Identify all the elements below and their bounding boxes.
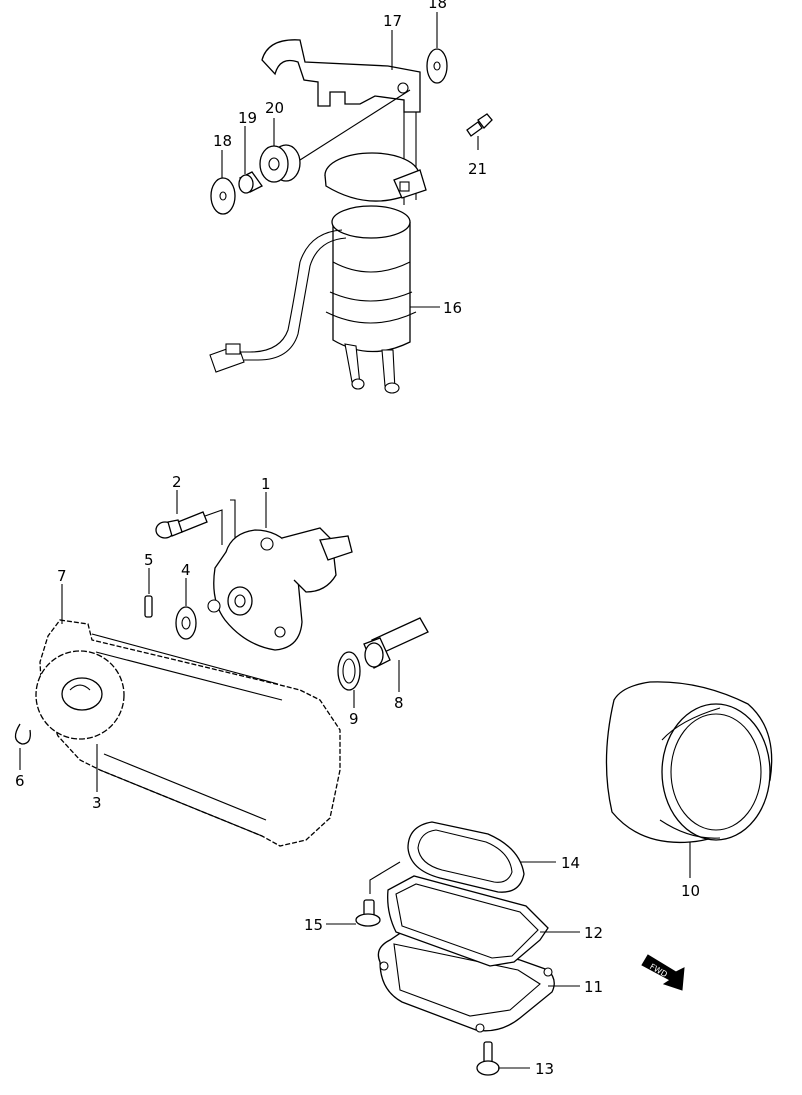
callout-19: 19 [238, 109, 257, 127]
part-14-plate [407, 821, 525, 893]
part-6-circlip [14, 723, 31, 745]
callout-12: 12 [584, 924, 603, 942]
callout-labels: 17 18 21 18 19 20 16 2 1 5 4 7 6 3 8 9 1… [15, 0, 700, 1078]
part-11-cover [377, 931, 555, 1033]
part-15-bolt [355, 899, 381, 927]
part-clamp-band [324, 152, 427, 202]
callout-2: 2 [172, 473, 182, 491]
callout-11: 11 [584, 978, 603, 996]
callout-13: 13 [535, 1060, 554, 1078]
part-18-washer-top [426, 48, 448, 84]
part-20-grommet [259, 144, 301, 183]
callout-16: 16 [443, 299, 462, 317]
callout-7: 7 [57, 567, 67, 585]
callout-10: 10 [681, 882, 700, 900]
fwd-label: FWD [648, 962, 669, 979]
fwd-arrow-icon: FWD [641, 954, 685, 991]
part-18-washer-left [210, 177, 236, 215]
part-21-bolt [466, 113, 493, 137]
callout-6: 6 [15, 772, 25, 790]
leader-lines [19, 12, 691, 1069]
part-10-oil-filter [605, 681, 773, 844]
part-19-collar [238, 171, 263, 194]
callout-3: 3 [92, 794, 102, 812]
part-4-washer [175, 606, 197, 640]
part-13-bolt [476, 1041, 500, 1076]
part-5-pin [144, 595, 153, 618]
callout-18-left: 18 [213, 132, 232, 150]
callout-17: 17 [383, 12, 402, 30]
part-2-bolt [155, 511, 208, 539]
part-8-plug [363, 617, 429, 669]
callout-21: 21 [468, 160, 487, 178]
callout-14: 14 [561, 854, 580, 872]
part-3-sprocket [35, 650, 125, 740]
callout-9: 9 [349, 710, 359, 728]
callout-4: 4 [181, 561, 191, 579]
part-16-fuel-pump [209, 205, 417, 394]
part-12-gasket [387, 875, 549, 967]
part-9-gasket [337, 651, 361, 691]
callout-15: 15 [304, 916, 323, 934]
callout-18-top: 18 [428, 0, 447, 12]
callout-20: 20 [265, 99, 284, 117]
callout-1: 1 [261, 475, 271, 493]
callout-8: 8 [394, 694, 404, 712]
part-17-bracket [261, 39, 421, 205]
part-1-oil-pump [207, 527, 353, 651]
callout-5: 5 [144, 551, 154, 569]
